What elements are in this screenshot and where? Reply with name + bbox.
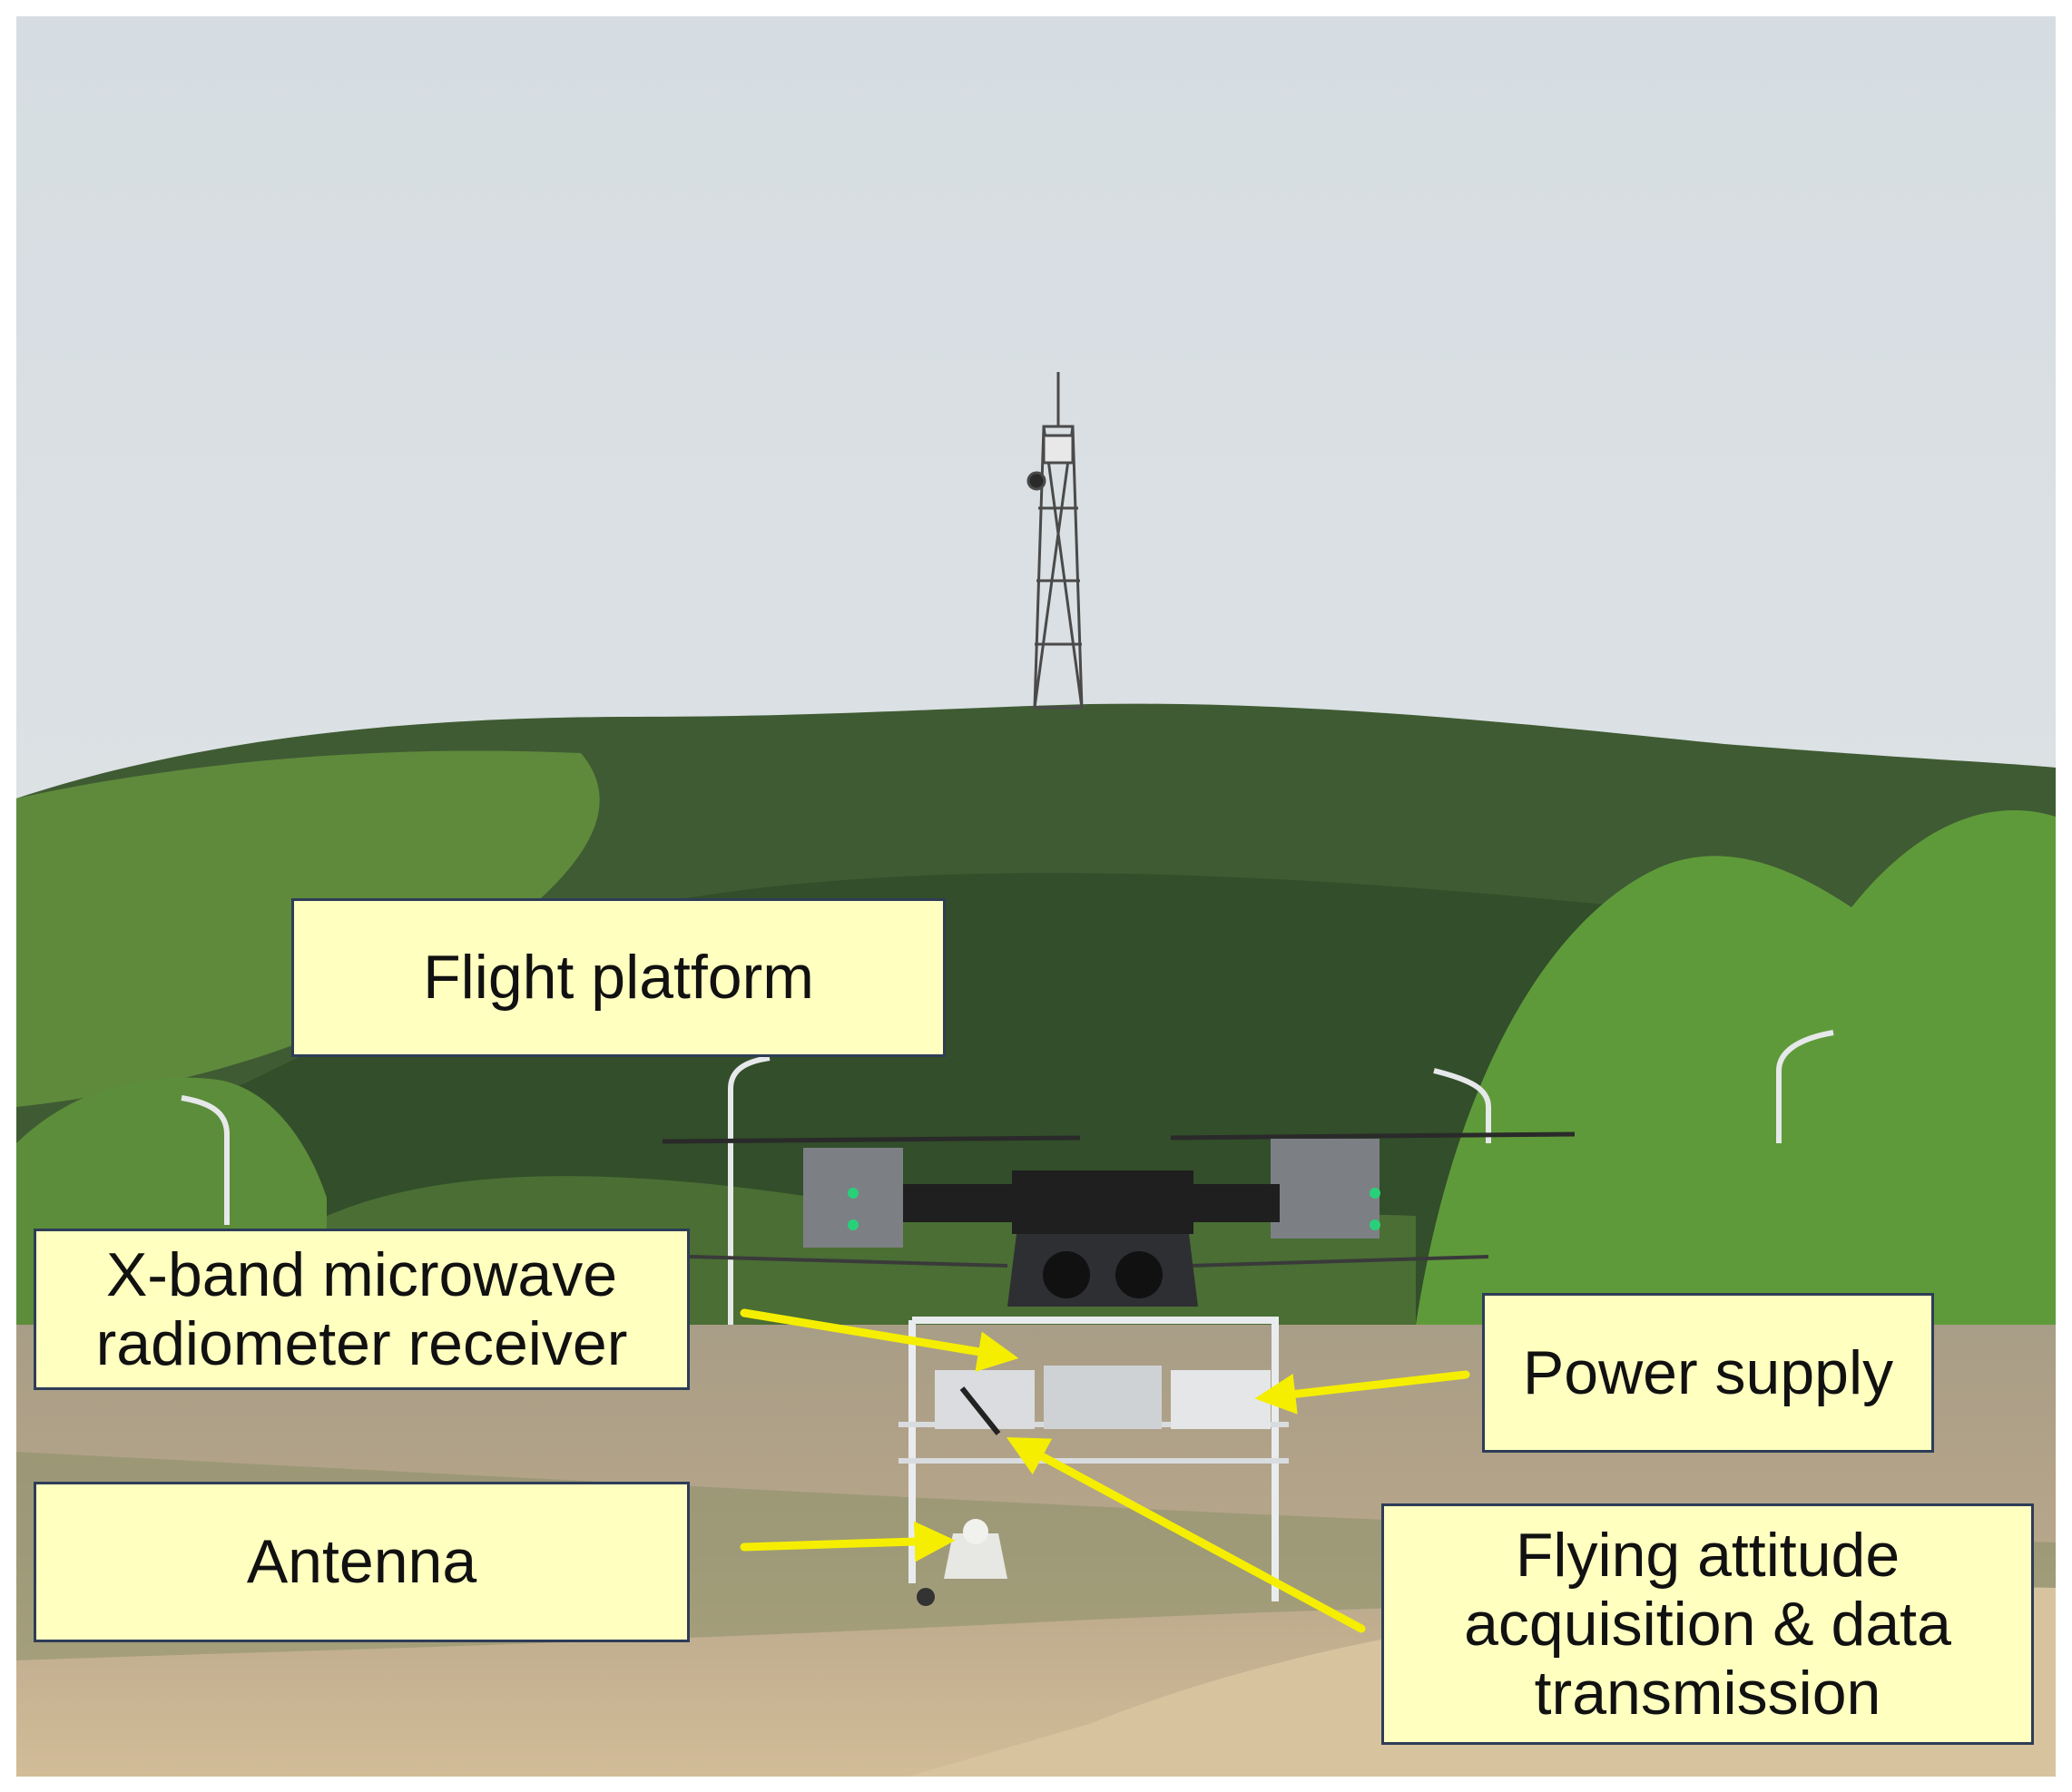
drone (662, 1131, 1576, 1307)
telecom-tower (1026, 372, 1084, 710)
arrow-flying-attitude (1006, 1437, 1366, 1633)
annotation-arrows (740, 1308, 1470, 1633)
street-lamps (181, 1030, 1834, 1325)
data-box (1044, 1366, 1162, 1429)
instrument-rack (899, 1317, 1289, 1606)
arrow-receiver (740, 1308, 1019, 1372)
drone-propeller-right (1170, 1131, 1576, 1141)
label-receiver: X-band microwave radiometer receiver (34, 1229, 690, 1390)
drone-propeller-left (662, 1135, 1081, 1144)
tree-cluster-right (1416, 810, 2056, 1343)
label-flying-attitude: Flying attitude acquisition & data trans… (1381, 1503, 2034, 1745)
antenna-cone (944, 1533, 1007, 1579)
arrow-antenna (740, 1521, 956, 1562)
label-power-supply: Power supply (1482, 1293, 1934, 1453)
power-box (1171, 1370, 1271, 1429)
arrow-power-supply (1254, 1370, 1470, 1415)
label-antenna: Antenna (34, 1482, 690, 1642)
label-flight-platform: Flight platform (291, 898, 946, 1057)
